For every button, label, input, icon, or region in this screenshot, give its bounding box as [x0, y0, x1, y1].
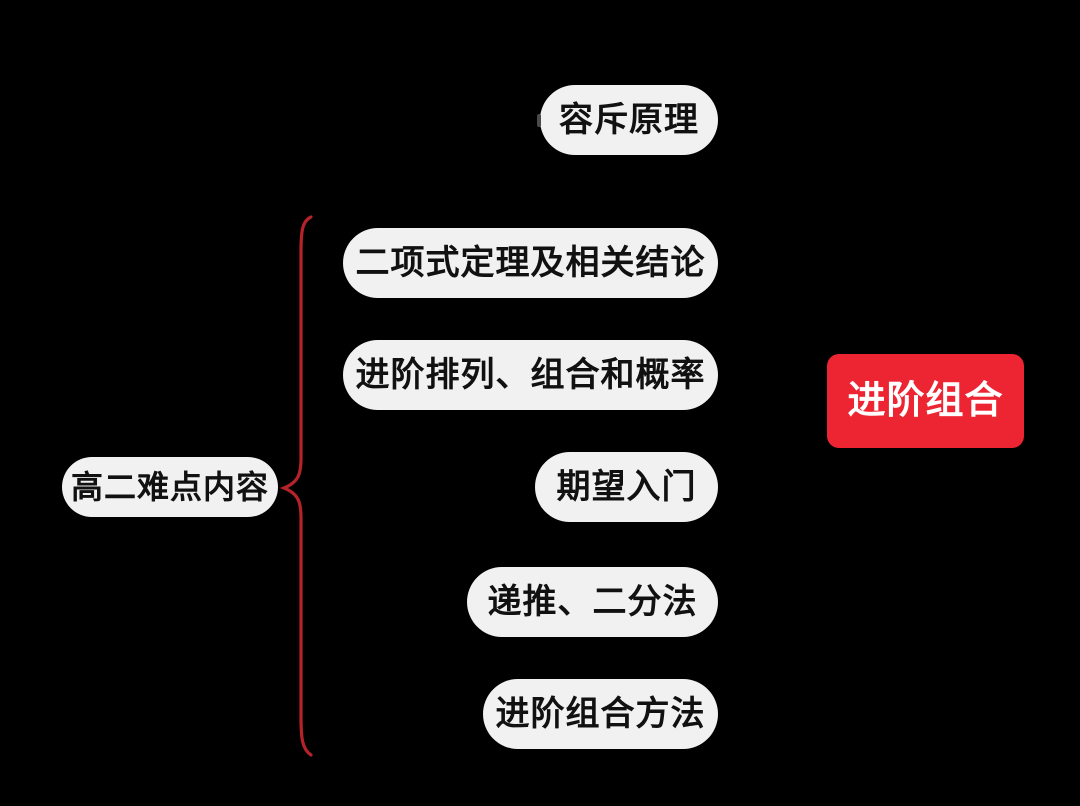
- node-child-3[interactable]: 期望入门: [535, 452, 718, 522]
- node-child-4-label: 递推、二分法: [487, 583, 698, 621]
- node-child-2-label: 进阶排列、组合和概率: [355, 356, 706, 394]
- node-child-3-label: 期望入门: [556, 468, 697, 506]
- node-child-5-label: 进阶组合方法: [495, 695, 706, 733]
- brace-path: [279, 215, 313, 757]
- node-parent-label: 高二难点内容: [70, 469, 269, 505]
- node-child-5[interactable]: 进阶组合方法: [483, 679, 718, 749]
- node-top[interactable]: 容斥原理: [540, 85, 718, 155]
- node-child-1-label: 二项式定理及相关结论: [355, 244, 706, 282]
- node-child-4[interactable]: 递推、二分法: [467, 567, 718, 637]
- node-highlight[interactable]: 进阶组合: [827, 354, 1024, 448]
- connector-stub: [537, 114, 541, 127]
- node-child-2[interactable]: 进阶排列、组合和概率: [343, 340, 718, 410]
- node-parent[interactable]: 高二难点内容: [62, 457, 278, 517]
- node-top-label: 容斥原理: [559, 101, 699, 139]
- node-child-1[interactable]: 二项式定理及相关结论: [343, 228, 718, 298]
- node-highlight-label: 进阶组合: [847, 380, 1004, 422]
